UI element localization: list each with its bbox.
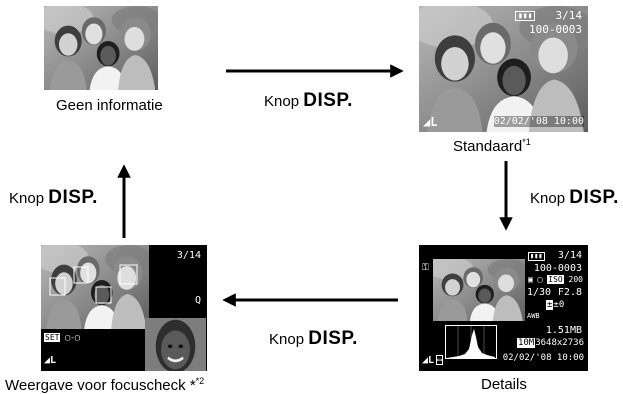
date-time: 02/02/'08 10:00 xyxy=(502,353,584,363)
image-counter: 3/14 xyxy=(555,9,583,22)
caption-focus-check: Weergave voor focuscheck **2 xyxy=(5,376,205,394)
disp-button-name: DISP. xyxy=(303,90,353,111)
exposure-comp: ±±0 xyxy=(546,300,564,310)
shutter-speed: 1/30 xyxy=(527,287,552,298)
button-label-right: Knop DISP. xyxy=(530,187,619,209)
image-counter: 3/14 xyxy=(557,250,582,261)
image-size-icon: ◢L xyxy=(423,115,438,129)
knop-text: Knop xyxy=(269,331,305,348)
button-label-left: Knop DISP. xyxy=(9,187,98,209)
footnote-2: *2 xyxy=(195,376,205,386)
magnify-icon: Q xyxy=(194,295,201,306)
image-size-icon: ◢L xyxy=(422,355,435,366)
image-size-icon: ◢L xyxy=(44,355,57,366)
set-badge: SET xyxy=(44,333,61,342)
screen-focus-check: 3/14 Q SET ▢-▢ ◢L xyxy=(41,245,207,371)
aperture: F2.8 xyxy=(557,287,582,298)
caption-no-info: Geen informatie xyxy=(56,97,163,114)
knop-text: Knop xyxy=(9,190,45,207)
resolution-value: 3648x2736 xyxy=(535,338,584,348)
file-number: 100-0003 xyxy=(529,23,582,36)
disp-button-name: DISP. xyxy=(569,187,619,208)
disp-button-name: DISP. xyxy=(308,328,358,349)
footnote-1: *1 xyxy=(522,137,531,147)
file-number: 100-0003 xyxy=(533,263,582,274)
button-label-top: Knop DISP. xyxy=(264,90,353,112)
caption-standard-text: Standaard xyxy=(453,138,523,155)
movie-icon: ▭ xyxy=(436,355,443,365)
mode-icons: ▣ ▢ ISO 200 xyxy=(528,275,583,284)
white-balance: AWB xyxy=(527,312,540,320)
ev-value: ±0 xyxy=(553,300,565,310)
caption-standard: Standaard*1 xyxy=(453,137,531,155)
date-time: 02/02/'08 10:00 xyxy=(493,116,584,127)
disp-button-name: DISP. xyxy=(48,187,98,208)
button-label-bottom: Knop DISP. xyxy=(269,328,358,350)
screen-standard: ▮▮▮ 3/14 100-0003 ◢L 02/02/'08 10:00 xyxy=(419,6,588,132)
iso-badge: ISO xyxy=(547,275,564,284)
image-counter: 3/14 xyxy=(176,250,201,261)
iso-value: 200 xyxy=(568,275,583,284)
knop-text: Knop xyxy=(264,93,300,110)
battery-icon: ▮▮▮ xyxy=(528,252,545,261)
caption-details: Details xyxy=(481,376,527,393)
battery-icon: ▮▮▮ xyxy=(515,11,536,21)
screen-no-info xyxy=(44,6,158,90)
resolution-badge: 10M xyxy=(516,338,536,348)
screen-details: ⚿ ▮▮▮ 3/14 100-0003 ▣ ▢ ISO 200 1/30 F2.… xyxy=(419,245,588,371)
histogram xyxy=(445,325,497,359)
photo-children xyxy=(44,6,158,90)
knop-text: Knop xyxy=(530,190,566,207)
file-size: 1.51MB xyxy=(545,325,582,336)
photo-children-thumbnail xyxy=(433,259,525,321)
ev-icon: ± xyxy=(546,300,554,310)
focus-frames xyxy=(49,264,138,304)
caption-focus-check-text: Weergave voor focuscheck xyxy=(5,377,186,394)
protect-icon: ⚿ xyxy=(422,263,429,273)
photo-face-zoom xyxy=(145,318,206,371)
resolution: 10M3648x2736 xyxy=(516,338,584,348)
set-indicator: SET ▢-▢ xyxy=(44,333,80,342)
